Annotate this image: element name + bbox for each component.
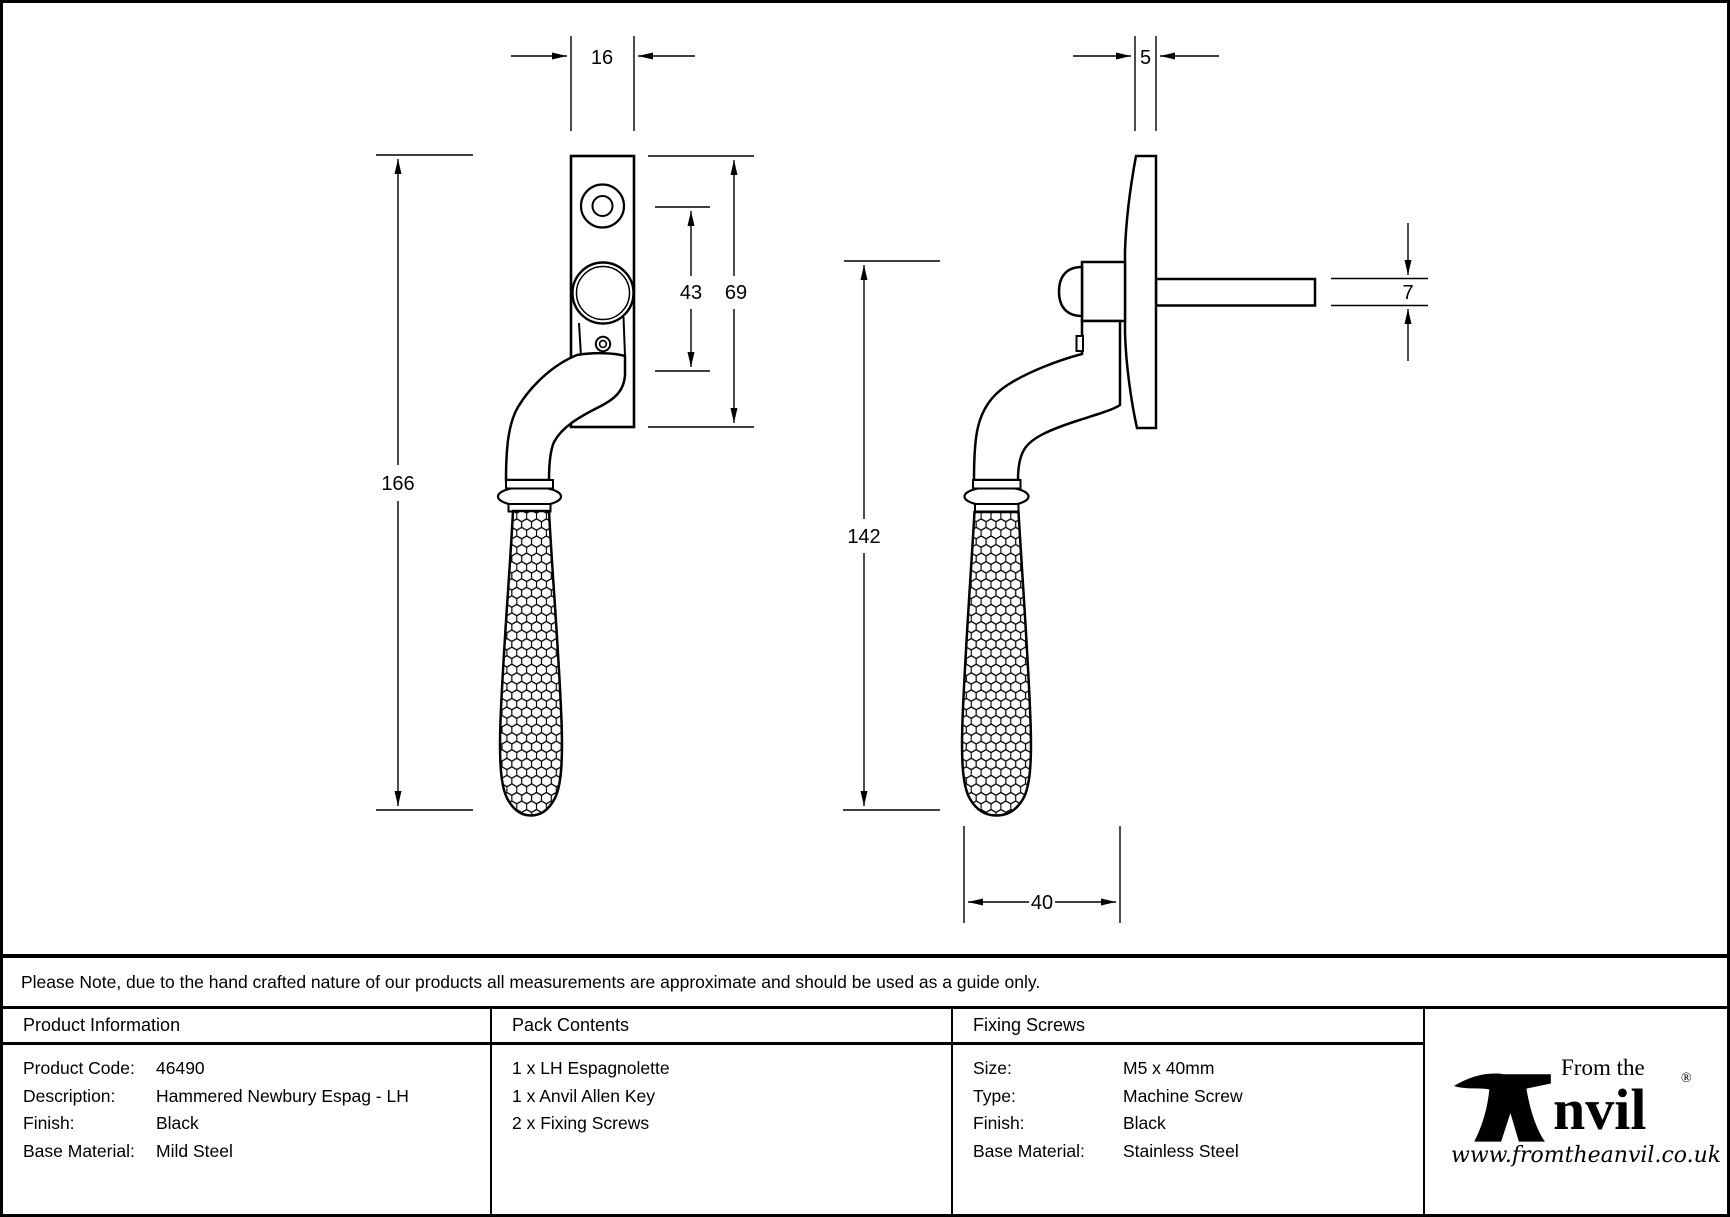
brand-name: nvil xyxy=(1553,1076,1647,1142)
front-knob-neck xyxy=(578,316,626,357)
dim-length-overall xyxy=(376,154,473,811)
brand-prefix: From the xyxy=(1561,1054,1645,1080)
side-backplate xyxy=(1123,154,1158,430)
side-knob-cap xyxy=(1057,265,1084,318)
front-arm xyxy=(504,351,627,482)
front-grub-screw-inner xyxy=(598,339,608,349)
dim-side-length xyxy=(843,260,940,811)
side-arm xyxy=(972,319,1122,482)
dim-plate-thickness xyxy=(1073,36,1219,131)
product-information-cell: Product Code: 46490 Description: Hammere… xyxy=(3,1045,492,1214)
anvil-icon xyxy=(1454,1073,1551,1142)
front-grip xyxy=(498,509,564,817)
dim-plate-height xyxy=(648,155,754,428)
technical-drawing: 16 166 69 xyxy=(376,36,1428,923)
finish-row: Finish: Black xyxy=(23,1113,199,1133)
measurement-note: Please Note, due to the hand crafted nat… xyxy=(3,954,1727,1006)
front-knob-inner xyxy=(575,265,631,321)
front-view: 16 166 69 xyxy=(376,36,754,817)
dim-label-hole-spacing: 43 xyxy=(680,282,702,304)
side-view: 5 142 7 xyxy=(843,36,1428,923)
description-row: Description: Hammered Newbury Espag - LH xyxy=(23,1085,409,1106)
fixing-screws-cell: Size: M5 x 40mm Type: Machine Screw Fini… xyxy=(953,1045,1425,1214)
pack-item: 1 x LH Espagnolette xyxy=(512,1058,670,1078)
dim-spindle-depth xyxy=(1331,223,1428,361)
dim-label-length-overall: 166 xyxy=(381,473,414,495)
anvil-logo: From the nvil ® www.fromtheanvil.co.uk xyxy=(1451,1053,1722,1171)
pack-item: 1 x Anvil Allen Key xyxy=(512,1085,655,1106)
side-collar-bottom xyxy=(974,503,1020,513)
brand-logo-cell: From the nvil ® www.fromtheanvil.co.uk xyxy=(1425,1009,1727,1214)
dim-label-plate-thickness: 5 xyxy=(1140,47,1151,69)
base-material-row: Base Material: Mild Steel xyxy=(23,1140,233,1161)
dim-label-plate-height: 69 xyxy=(725,282,747,304)
screw-finish-row: Finish: Black xyxy=(973,1113,1166,1133)
registered-mark: ® xyxy=(1681,1070,1692,1086)
pack-contents-cell: 1 x LH Espagnolette 1 x Anvil Allen Key … xyxy=(492,1045,953,1214)
dim-plate-width xyxy=(511,36,695,131)
pack-contents-header: Pack Contents xyxy=(492,1009,953,1045)
screw-type-row: Type: Machine Screw xyxy=(973,1085,1243,1106)
dim-hole-spacing xyxy=(655,206,710,372)
info-table: Product Information Pack Contents Fixing… xyxy=(3,1006,1727,1214)
product-code-row: Product Code: 46490 xyxy=(23,1058,205,1078)
front-grub-screw xyxy=(594,335,612,353)
dim-label-projection: 40 xyxy=(1031,892,1053,914)
dim-label-spindle-depth: 7 xyxy=(1402,282,1413,304)
side-knob-block xyxy=(1080,260,1127,323)
side-grip xyxy=(960,510,1033,817)
product-information-header: Product Information xyxy=(3,1009,492,1045)
front-screw-hole-inner xyxy=(591,195,614,217)
screw-base-material-row: Base Material: Stainless Steel xyxy=(973,1140,1239,1161)
website-url: www.fromtheanvil.co.uk xyxy=(1451,1142,1722,1168)
pack-item: 2 x Fixing Screws xyxy=(512,1113,650,1133)
fixing-screws-header: Fixing Screws xyxy=(953,1009,1425,1045)
dim-label-plate-width: 16 xyxy=(591,47,613,69)
spindle xyxy=(1154,277,1317,307)
dim-label-side-length: 142 xyxy=(847,526,880,548)
screw-size-row: Size: M5 x 40mm xyxy=(973,1058,1215,1078)
front-knob xyxy=(571,261,635,325)
dim-projection xyxy=(963,826,1121,923)
front-collar-top xyxy=(505,479,554,490)
side-collar-top xyxy=(972,479,1022,490)
measurement-note-text: Please Note, due to the hand crafted nat… xyxy=(21,971,1041,992)
side-set-screw xyxy=(1075,335,1084,352)
